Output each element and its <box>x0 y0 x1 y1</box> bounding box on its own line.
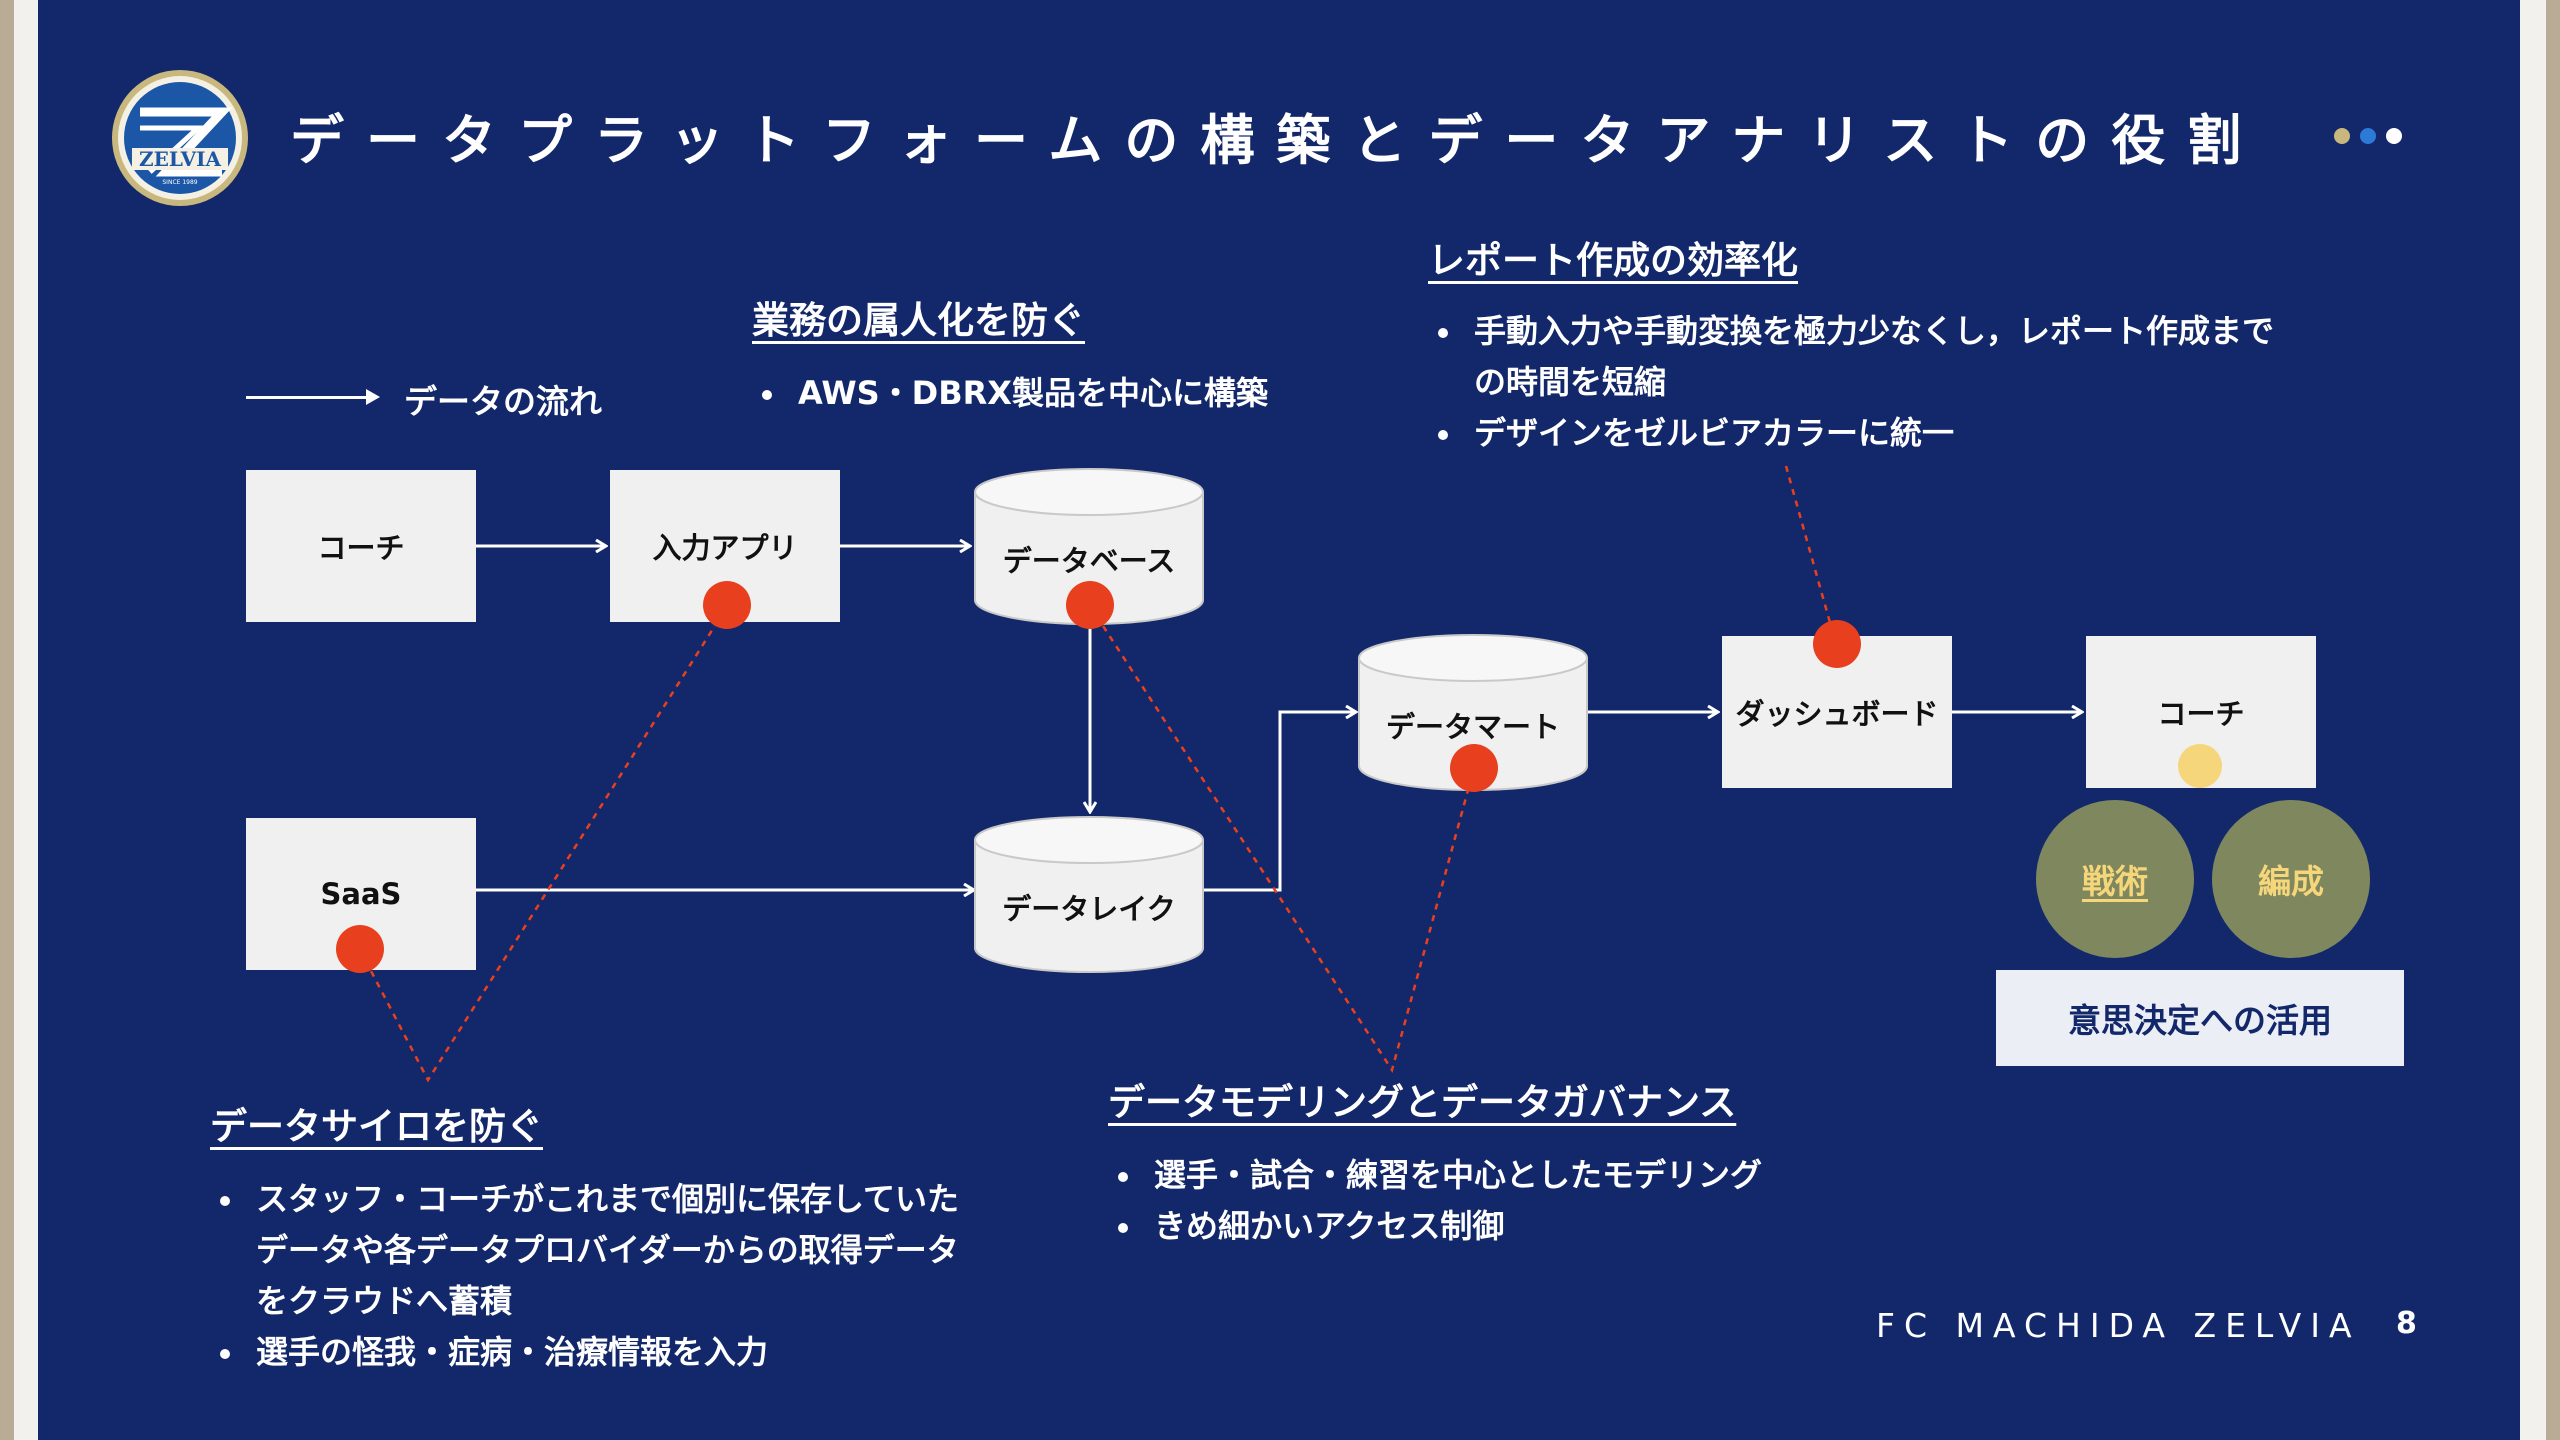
bullets-modeling: 選手・試合・練習を中心としたモデリング きめ細かいアクセス制御 <box>1108 1150 1762 1252</box>
bullet-item: スタッフ・コーチがこれまで個別に保存していた <box>210 1174 959 1225</box>
usage-formation: 編成 <box>2212 800 2370 958</box>
marker-input-app <box>703 581 751 629</box>
bullets-personalization: AWS・DBRX製品を中心に構築 <box>752 368 1268 419</box>
bullets-silo: スタッフ・コーチがこれまで個別に保存していた データや各データプロバイダーからの… <box>210 1174 959 1378</box>
node-data-mart-label: データマート <box>1385 710 1560 744</box>
bullet-item: きめ細かいアクセス制御 <box>1108 1201 1762 1252</box>
node-database: データベース <box>974 468 1204 625</box>
footer-club-name: FC MACHIDA ZELVIA <box>1876 1306 2361 1345</box>
node-database-label: データベース <box>1002 544 1176 578</box>
bullet-item: 選手・試合・練習を中心としたモデリング <box>1108 1150 1762 1201</box>
node-coach-source: コーチ <box>246 470 476 622</box>
dotted-silo-link <box>358 604 730 1083</box>
node-input-app: 入力アプリ <box>610 470 840 622</box>
dotted-modeling-link <box>1088 605 1476 1074</box>
marker-data-mart <box>1450 744 1498 792</box>
marker-saas <box>336 925 384 973</box>
page-number: 8 <box>2396 1306 2417 1341</box>
legend-label: データの流れ <box>404 382 602 421</box>
usage-tactics-label: 戦術 <box>2082 862 2148 901</box>
node-data-lake-label: データレイク <box>1002 892 1176 926</box>
marker-dashboard <box>1813 620 1861 668</box>
club-logo: ZELVIA SINCE 1989 <box>112 70 248 206</box>
svg-text:ZELVIA: ZELVIA <box>139 147 221 171</box>
slide-title: データプラットフォームの構築とデータアナリストの役割 <box>290 109 2264 172</box>
usage-tactics: 戦術 <box>2036 800 2194 958</box>
decision-usage-box: 意思決定への活用 <box>1996 970 2404 1066</box>
dot-white <box>2386 128 2402 144</box>
marker-database <box>1066 581 1114 629</box>
dot-blue <box>2360 128 2376 144</box>
bullet-continuation: の時間を短縮 <box>1474 363 1667 401</box>
bullet-continuation: をクラウドへ蓄積 <box>256 1282 513 1320</box>
bullet-item: 選手の怪我・症病・治療情報を入力 <box>210 1327 959 1378</box>
svg-text:SINCE 1989: SINCE 1989 <box>162 179 197 186</box>
dot-gold <box>2334 128 2350 144</box>
heading-reporting: レポート作成の効率化 <box>1428 239 1798 282</box>
node-data-lake: データレイク <box>974 816 1204 973</box>
heading-silo: データサイロを防ぐ <box>210 1105 543 1148</box>
dotted-reporting-link <box>1784 465 1838 645</box>
arrow-lake-to-mart <box>1204 712 1356 892</box>
bullet-item: AWS・DBRX製品を中心に構築 <box>752 368 1268 419</box>
legend-arrowhead <box>366 389 380 405</box>
bullet-continuation: データや各データプロバイダーからの取得データ <box>256 1231 959 1269</box>
usage-formation-label: 編成 <box>2258 862 2324 901</box>
heading-personalization: 業務の属人化を防ぐ <box>752 299 1085 342</box>
left-edge <box>14 0 38 1440</box>
node-data-mart: データマート <box>1358 634 1588 791</box>
heading-modeling: データモデリングとデータガバナンス <box>1108 1081 1737 1124</box>
marker-coach-target <box>2178 744 2222 788</box>
bullets-reporting: 手動入力や手動変換を極力少なくし，レポート作成まで の時間を短縮 デザインをゼル… <box>1428 306 2274 459</box>
right-edge <box>2520 0 2546 1440</box>
bullet-item: デザインをゼルビアカラーに統一 <box>1428 408 2274 459</box>
legend-line <box>246 396 374 399</box>
bullet-item: 手動入力や手動変換を極力少なくし，レポート作成まで <box>1428 306 2274 357</box>
